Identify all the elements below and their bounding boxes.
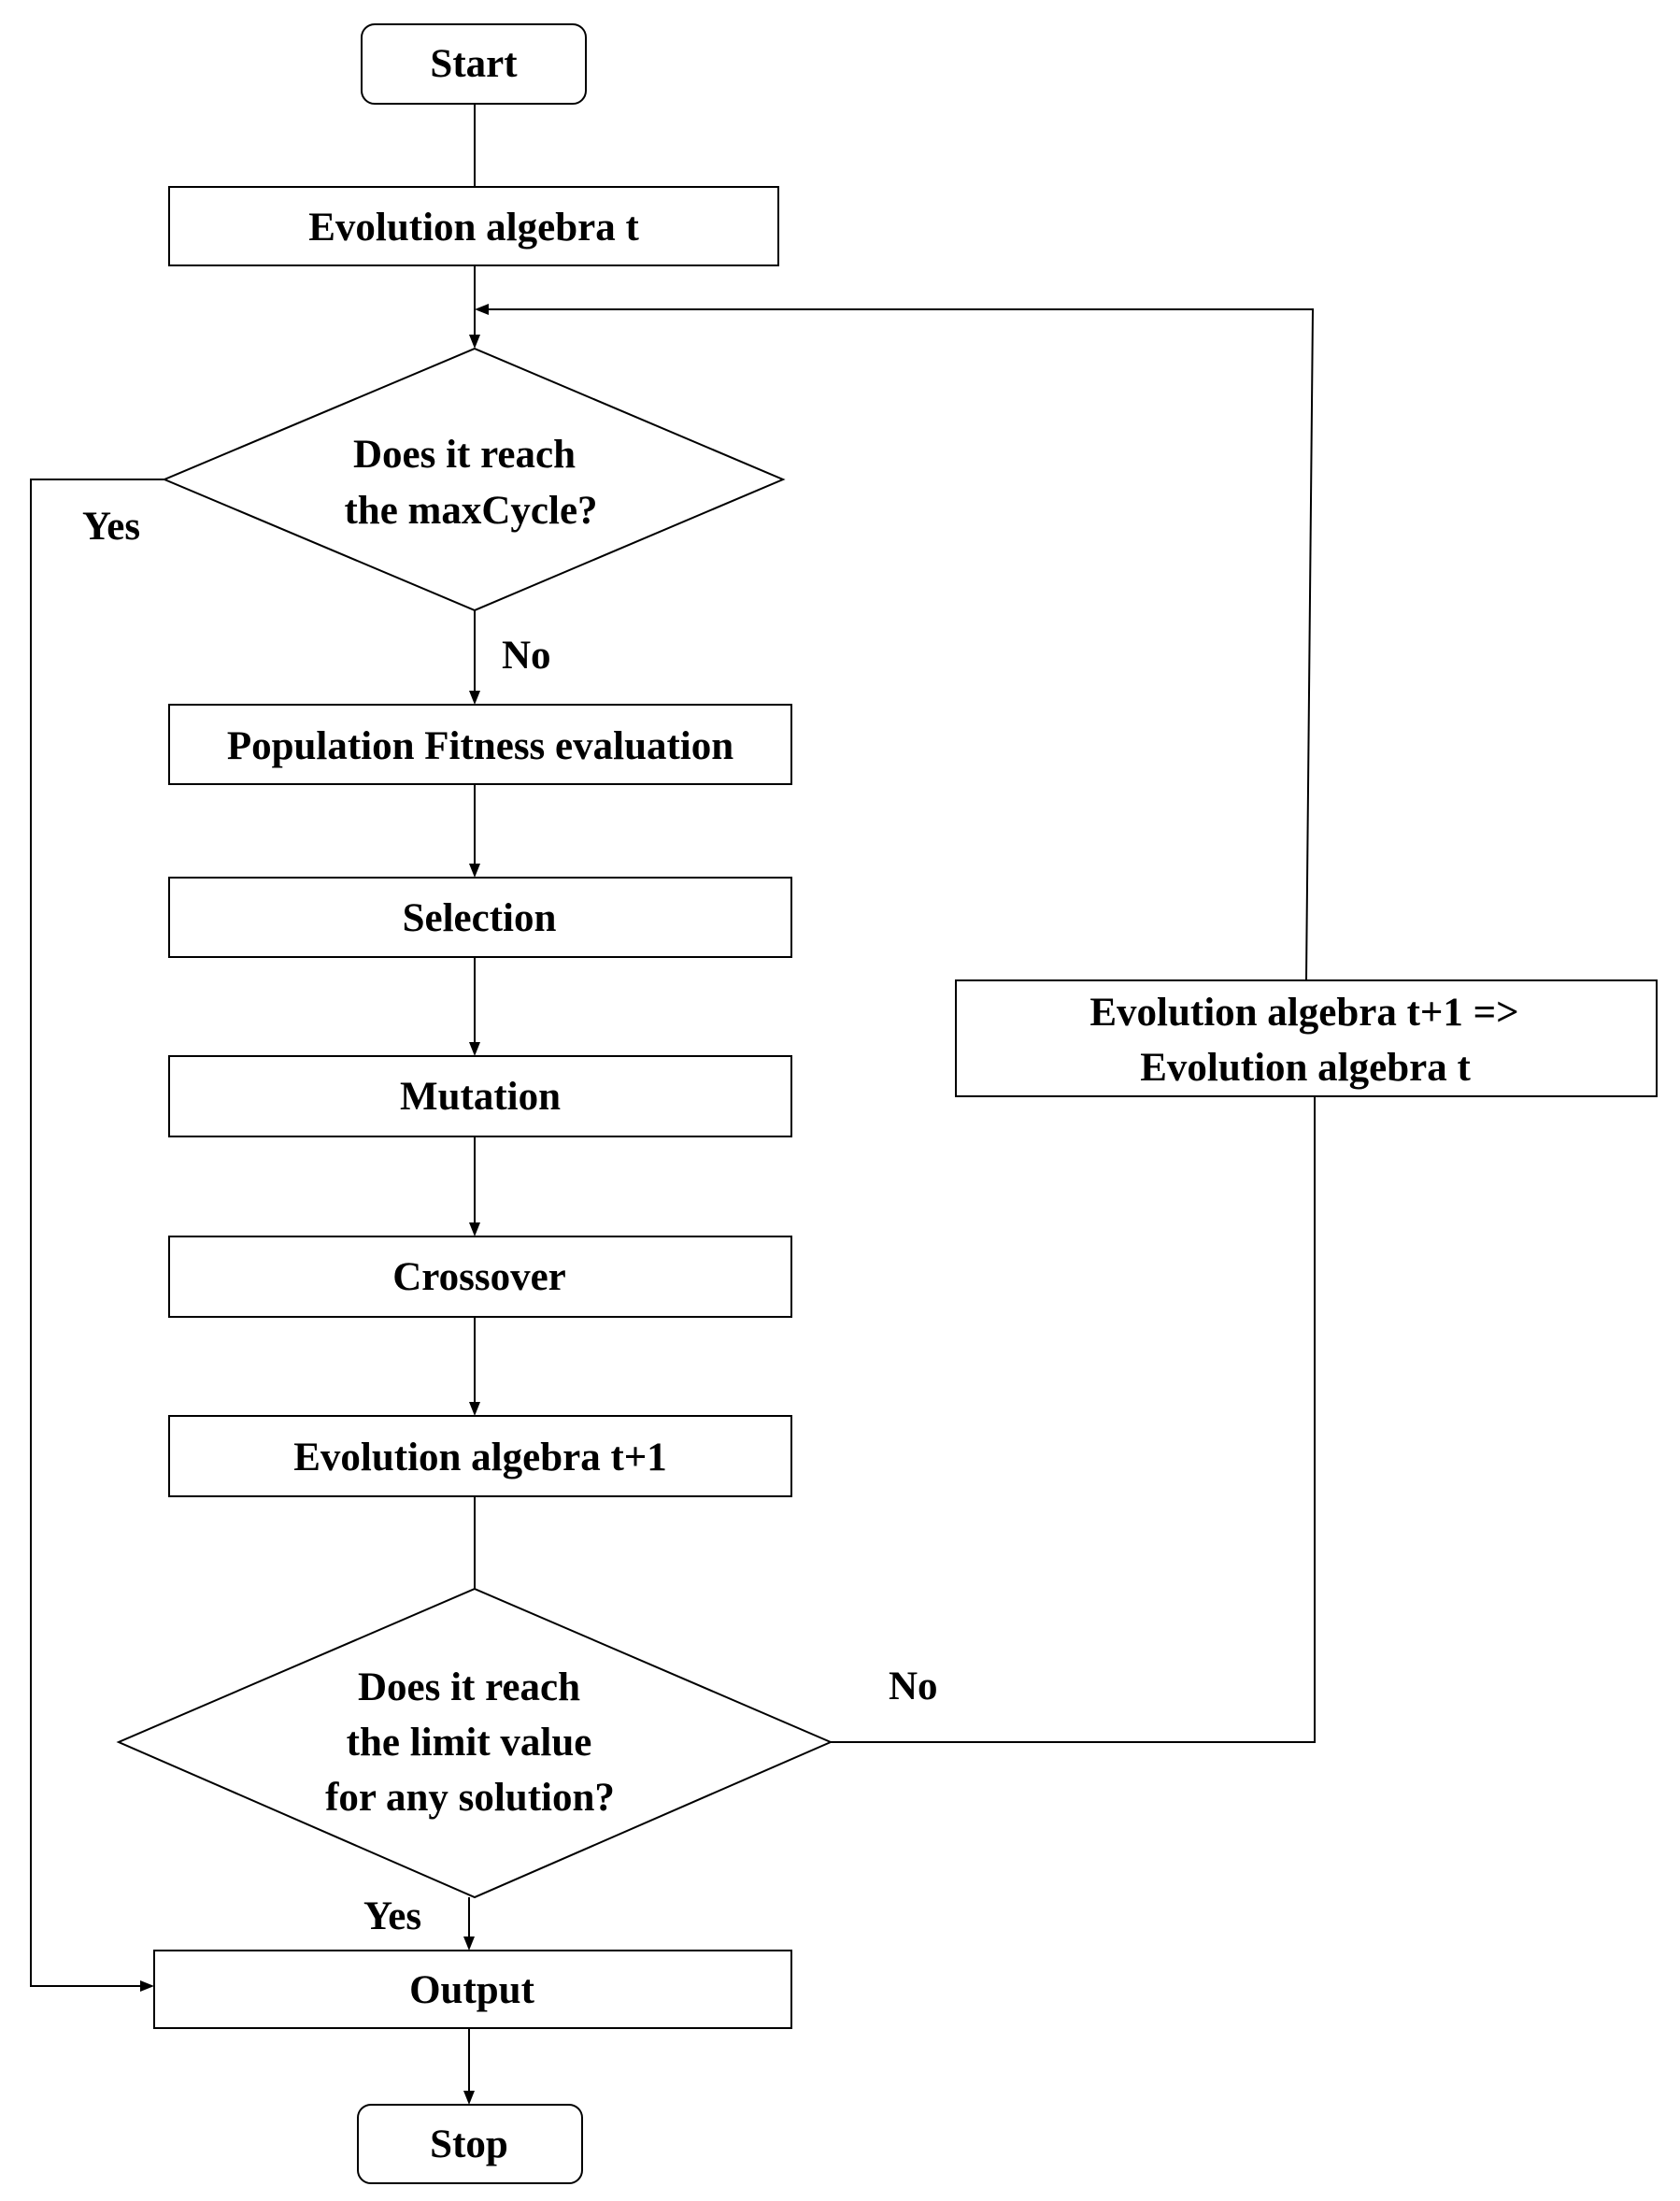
edge-label-max-cycle-no: No: [502, 634, 551, 678]
node-output: Output: [153, 1950, 792, 2029]
edge-crossover-to-evolution-t1-arrowhead: [469, 1402, 480, 1416]
fitness-shape: [168, 704, 792, 785]
node-crossover: Crossover: [168, 1236, 792, 1318]
evolution-t1-shape: [168, 1415, 792, 1497]
edge-max-cycle-yes-to-output: [30, 479, 164, 1987]
edge-max-cycle-yes-arrowhead: [140, 1980, 154, 1992]
node-evolution-t1: Evolution algebra t+1: [168, 1415, 792, 1497]
start-label: Start: [430, 42, 518, 86]
node-evolution-t: Evolution algebra t: [168, 186, 779, 266]
edge-fitness-to-selection-arrowhead: [469, 864, 480, 878]
edge-label-limit-no: No: [889, 1665, 938, 1708]
output-label: Output: [409, 1968, 535, 2012]
evolution-t1-label: Evolution algebra t+1: [293, 1436, 667, 1479]
edge-label-max-cycle-yes: Yes: [82, 505, 140, 549]
max-cycle-shape: [162, 347, 786, 612]
crossover-shape: [168, 1236, 792, 1318]
selection-shape: [168, 877, 792, 958]
edge-update-to-max-cycle: [489, 308, 1315, 981]
node-mutation: Mutation: [168, 1055, 792, 1137]
node-limit: Does it reach the limit value for any so…: [116, 1587, 833, 1899]
edge-mutation-to-crossover-arrowhead: [469, 1222, 480, 1236]
edge-selection-to-mutation-arrowhead: [469, 1042, 480, 1056]
max-cycle-label-line-2: the maxCycle?: [344, 489, 597, 533]
limit-label-line-1: Does it reach: [358, 1665, 580, 1709]
start-shape: [361, 23, 587, 105]
evolution-t-label: Evolution algebra t: [308, 206, 639, 250]
edge-limit-yes-arrowhead: [463, 1937, 475, 1951]
edge-max-cycle-no-arrowhead: [469, 691, 480, 705]
edge-output-to-stop-arrowhead: [463, 2091, 475, 2105]
evolution-t-shape: [168, 186, 779, 266]
edge-label-limit-yes: Yes: [363, 1894, 421, 1938]
node-selection: Selection: [168, 877, 792, 958]
stop-label: Stop: [430, 2122, 508, 2166]
edge-limit-no-to-update: [831, 1096, 1316, 1743]
mutation-shape: [168, 1055, 792, 1137]
limit-label-line-2: the limit value: [347, 1721, 592, 1765]
update-shape: [955, 979, 1658, 1097]
node-fitness: Population Fitness evaluation: [168, 704, 792, 785]
max-cycle-label-line-1: Does it reach: [353, 433, 576, 477]
node-update: Evolution algebra t+1 => Evolution algeb…: [955, 979, 1658, 1097]
update-label-line-2: Evolution algebra t: [1140, 1046, 1471, 1090]
edge-evolution-t-to-max-cycle-arrowhead: [469, 335, 480, 349]
limit-shape: [116, 1587, 833, 1899]
connectors: [30, 104, 1316, 2105]
node-stop: Stop: [357, 2104, 583, 2184]
update-label-line-1: Evolution algebra t+1 =>: [1089, 991, 1518, 1035]
output-shape: [153, 1950, 792, 2029]
selection-label: Selection: [403, 896, 557, 940]
fitness-label: Population Fitness evaluation: [227, 724, 733, 768]
crossover-label: Crossover: [392, 1255, 566, 1299]
edge-update-to-max-cycle-arrowhead: [475, 304, 489, 315]
node-start: Start: [361, 23, 587, 105]
stop-shape: [357, 2104, 583, 2184]
limit-label-line-3: for any solution?: [325, 1776, 615, 1820]
mutation-label: Mutation: [400, 1075, 561, 1119]
node-max-cycle: Does it reach the maxCycle?: [162, 347, 786, 612]
